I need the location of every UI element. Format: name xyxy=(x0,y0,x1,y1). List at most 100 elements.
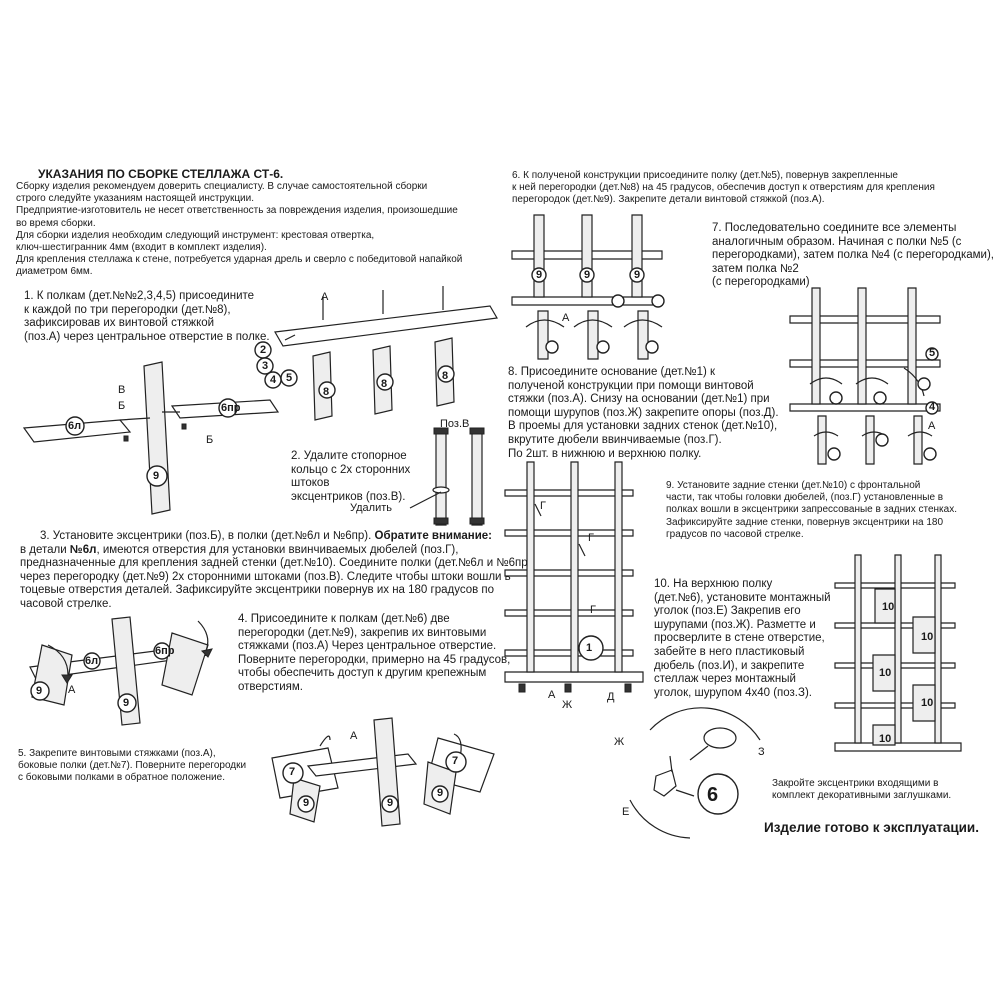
label-a: А xyxy=(562,312,570,324)
step-1-text: 1. К полкам (дет.№№2,3,4,5) присоедините… xyxy=(24,290,270,343)
figure-step-2 xyxy=(420,420,500,535)
step-7-text: 7. Последовательно соедините все элемент… xyxy=(712,222,994,289)
part-8-marker xyxy=(438,366,454,382)
part-9-number: 9 xyxy=(153,470,160,482)
label-d: Д xyxy=(607,691,615,703)
figure-step-6 xyxy=(508,215,673,360)
label-g: Г xyxy=(540,500,546,512)
figure-step-8 xyxy=(505,462,655,712)
part-5-marker xyxy=(281,370,297,386)
part-10-number: 10 xyxy=(921,631,934,643)
label-a: А xyxy=(548,689,556,701)
step-3-line-2b: , имеются отверстия для установки ввинчи… xyxy=(96,543,459,556)
mounting-corner xyxy=(654,770,676,796)
document-title: УКАЗАНИЯ ПО СБОРКЕ СТЕЛЛАЖА СТ-6. xyxy=(38,167,284,181)
part-6l-number: 6л xyxy=(68,420,82,432)
part-10-number: 10 xyxy=(879,733,892,745)
part-9-marker xyxy=(298,796,314,812)
part-8-marker xyxy=(646,341,658,353)
side-shelf-7-panel xyxy=(272,748,338,798)
step-4-text: 4. Присоедините к полкам (дет.№6) две пе… xyxy=(238,613,511,693)
step-8-text: 8. Присоедините основание (дет.№1) к пол… xyxy=(508,366,779,460)
label-a: А xyxy=(350,730,358,742)
back-wall-10-panel xyxy=(875,589,895,623)
label-g: Г xyxy=(590,604,596,616)
figure-step-1 xyxy=(255,290,505,440)
figure-step-9 xyxy=(835,555,965,755)
part-7-marker xyxy=(446,752,466,772)
shelf-panel xyxy=(275,306,497,346)
final-note: Изделие готово к эксплуатации. xyxy=(764,820,979,835)
part-9-marker xyxy=(630,268,644,282)
part-7-number: 7 xyxy=(452,755,459,767)
part-9-marker xyxy=(382,796,398,812)
step-2-text: 2. Удалите стопорное кольцо с 2х сторонн… xyxy=(291,450,411,503)
part-9-marker xyxy=(432,786,448,802)
part-8-marker xyxy=(377,374,393,390)
part-10-number: 10 xyxy=(879,667,892,679)
label-a: А xyxy=(68,684,76,696)
part-9-number: 9 xyxy=(634,269,641,281)
part-9-number: 9 xyxy=(36,685,43,697)
base-1-panel xyxy=(505,672,643,682)
part-8-marker xyxy=(319,382,335,398)
step-3-line-1: 3. Установите эксцентрики (поз.Б), в пол… xyxy=(40,530,372,542)
part-6pr-marker xyxy=(219,399,237,417)
step-11-text: Закройте эксцентрики входящими в комплек… xyxy=(772,778,952,802)
part-3-number: 3 xyxy=(262,360,269,372)
retaining-ring xyxy=(433,487,449,493)
label-b: Б xyxy=(118,400,126,412)
part-9-number: 9 xyxy=(584,269,591,281)
part-8-marker xyxy=(546,341,558,353)
back-wall-10-panel xyxy=(873,655,895,691)
partition-8-panel xyxy=(538,311,548,359)
part-3-marker xyxy=(257,358,273,374)
part-8-number: 8 xyxy=(323,386,330,398)
part-9-number: 9 xyxy=(437,787,444,799)
part-10-number: 10 xyxy=(882,601,895,613)
shelf-panel xyxy=(790,404,940,411)
label-e: Е xyxy=(622,806,630,818)
label-zh: Ж xyxy=(562,699,573,711)
part-4-marker xyxy=(926,402,938,414)
part-2-number: 2 xyxy=(260,344,267,356)
rod-shaft xyxy=(472,430,482,525)
part-8-marker xyxy=(597,341,609,353)
rod-shaft xyxy=(436,430,446,525)
base-panel xyxy=(835,743,961,751)
part-5-marker xyxy=(926,348,938,360)
part-6l-bold: №6л xyxy=(69,543,97,556)
part-6l-marker xyxy=(66,417,84,435)
part-6pr-marker xyxy=(154,643,170,659)
part-7-marker xyxy=(283,763,303,783)
partition-9-panel xyxy=(144,362,170,514)
label-zh: Ж xyxy=(614,736,625,748)
part-5-number: 5 xyxy=(286,372,293,384)
partition-9-panel xyxy=(534,215,544,297)
shelf-5-panel xyxy=(512,297,662,305)
part-8-number: 8 xyxy=(442,370,449,382)
part-6-number: 6 xyxy=(707,784,719,806)
part-9-marker xyxy=(31,682,49,700)
back-wall-10-panel xyxy=(913,617,935,653)
part-5-number: 5 xyxy=(929,347,936,359)
figure-step-3 xyxy=(20,360,290,520)
step-3-line-2a: в детали xyxy=(20,543,70,556)
part-6l-number: 6л xyxy=(85,655,99,667)
partition-9-panel xyxy=(632,215,642,297)
partition-8-panel xyxy=(638,311,648,359)
step-5-text: 5. Закрепите винтовыми стяжками (поз.А),… xyxy=(18,748,247,784)
part-9-marker xyxy=(118,694,136,712)
label-remove: Удалить xyxy=(350,502,392,514)
step-10-text: 10. На верхнюю полку (дет.№6), установит… xyxy=(654,578,831,699)
part-5-marker xyxy=(652,295,664,307)
step-6-text: 6. К полученой конструкции присоедините … xyxy=(512,170,935,206)
partition-8-panel xyxy=(588,311,598,359)
part-1-number: 1 xyxy=(586,642,593,654)
part-6pr-number: 6пр xyxy=(221,402,241,414)
figure-step-10 xyxy=(610,710,770,840)
back-wall-10-panel xyxy=(873,725,895,745)
part-4-number: 4 xyxy=(929,401,936,413)
part-9-number: 9 xyxy=(303,797,310,809)
partition-9-panel xyxy=(582,215,592,297)
